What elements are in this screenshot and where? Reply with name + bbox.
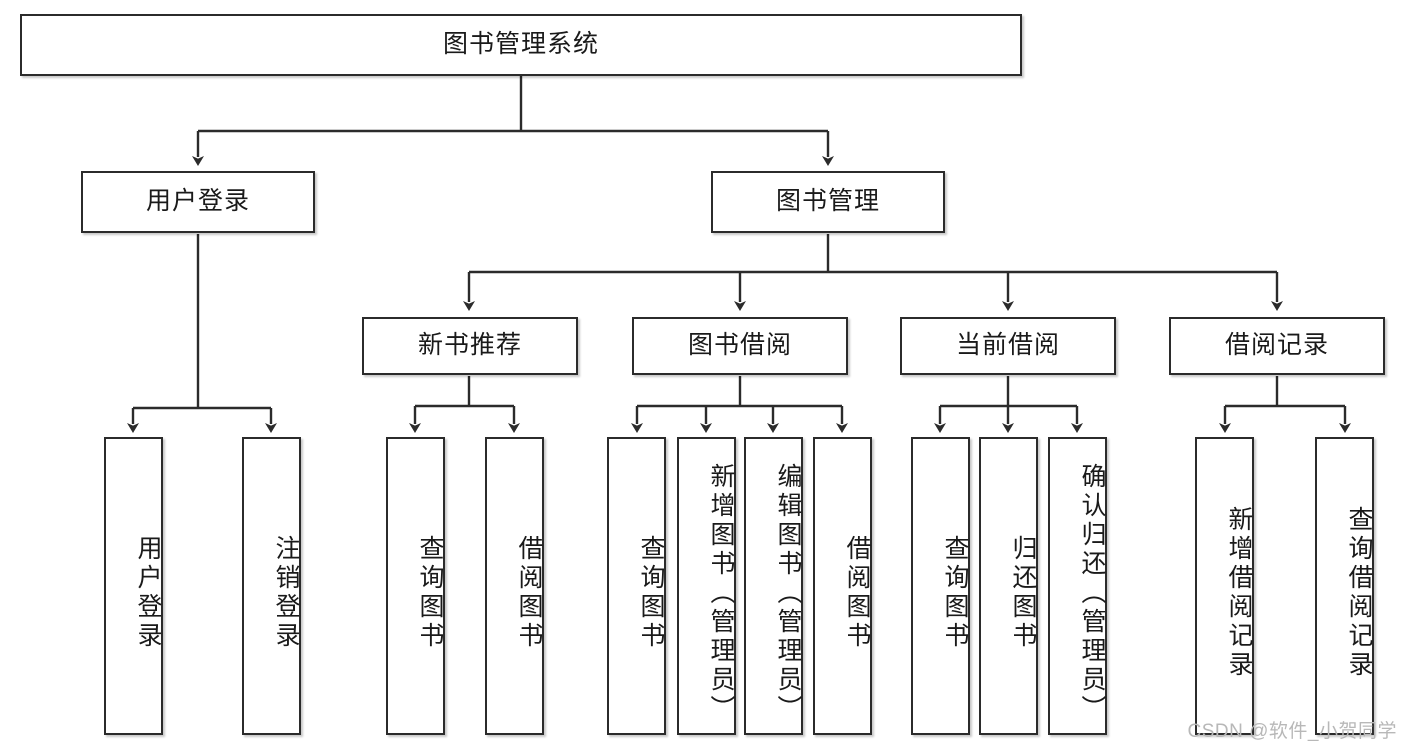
leaf-borrow-borrow-book[interactable]: 借阅图书 — [813, 437, 872, 735]
csdn-watermark: CSDN @软件_小贺同学 — [1187, 721, 1397, 742]
node-new-book-recommendation[interactable]: 新书推荐 — [362, 317, 578, 375]
leaf-borrow-edit-book-admin[interactable]: 编辑图书（管理员） — [744, 437, 803, 735]
leaf-borrow-query-book[interactable]: 查询图书 — [607, 437, 666, 735]
leaf-record-add-borrow-record[interactable]: 新增借阅记录 — [1195, 437, 1254, 735]
leaf-record-query-borrow-record[interactable]: 查询借阅记录 — [1315, 437, 1374, 735]
node-root-book-management-system[interactable]: 图书管理系统 — [20, 14, 1022, 76]
node-book-management[interactable]: 图书管理 — [711, 171, 945, 233]
leaf-new-book-borrow-book[interactable]: 借阅图书 — [485, 437, 544, 735]
leaf-current-query-book[interactable]: 查询图书 — [911, 437, 970, 735]
node-user-login[interactable]: 用户登录 — [81, 171, 315, 233]
leaf-current-return-book[interactable]: 归还图书 — [979, 437, 1038, 735]
leaf-user-login-login[interactable]: 用户登录 — [104, 437, 163, 735]
leaf-new-book-query-book[interactable]: 查询图书 — [386, 437, 445, 735]
node-current-borrowing[interactable]: 当前借阅 — [900, 317, 1116, 375]
node-borrowing-record[interactable]: 借阅记录 — [1169, 317, 1385, 375]
leaf-user-login-logout[interactable]: 注销登录 — [242, 437, 301, 735]
node-book-borrowing[interactable]: 图书借阅 — [632, 317, 848, 375]
leaf-borrow-add-book-admin[interactable]: 新增图书（管理员） — [677, 437, 736, 735]
leaf-current-confirm-return-admin[interactable]: 确认归还（管理员） — [1048, 437, 1107, 735]
